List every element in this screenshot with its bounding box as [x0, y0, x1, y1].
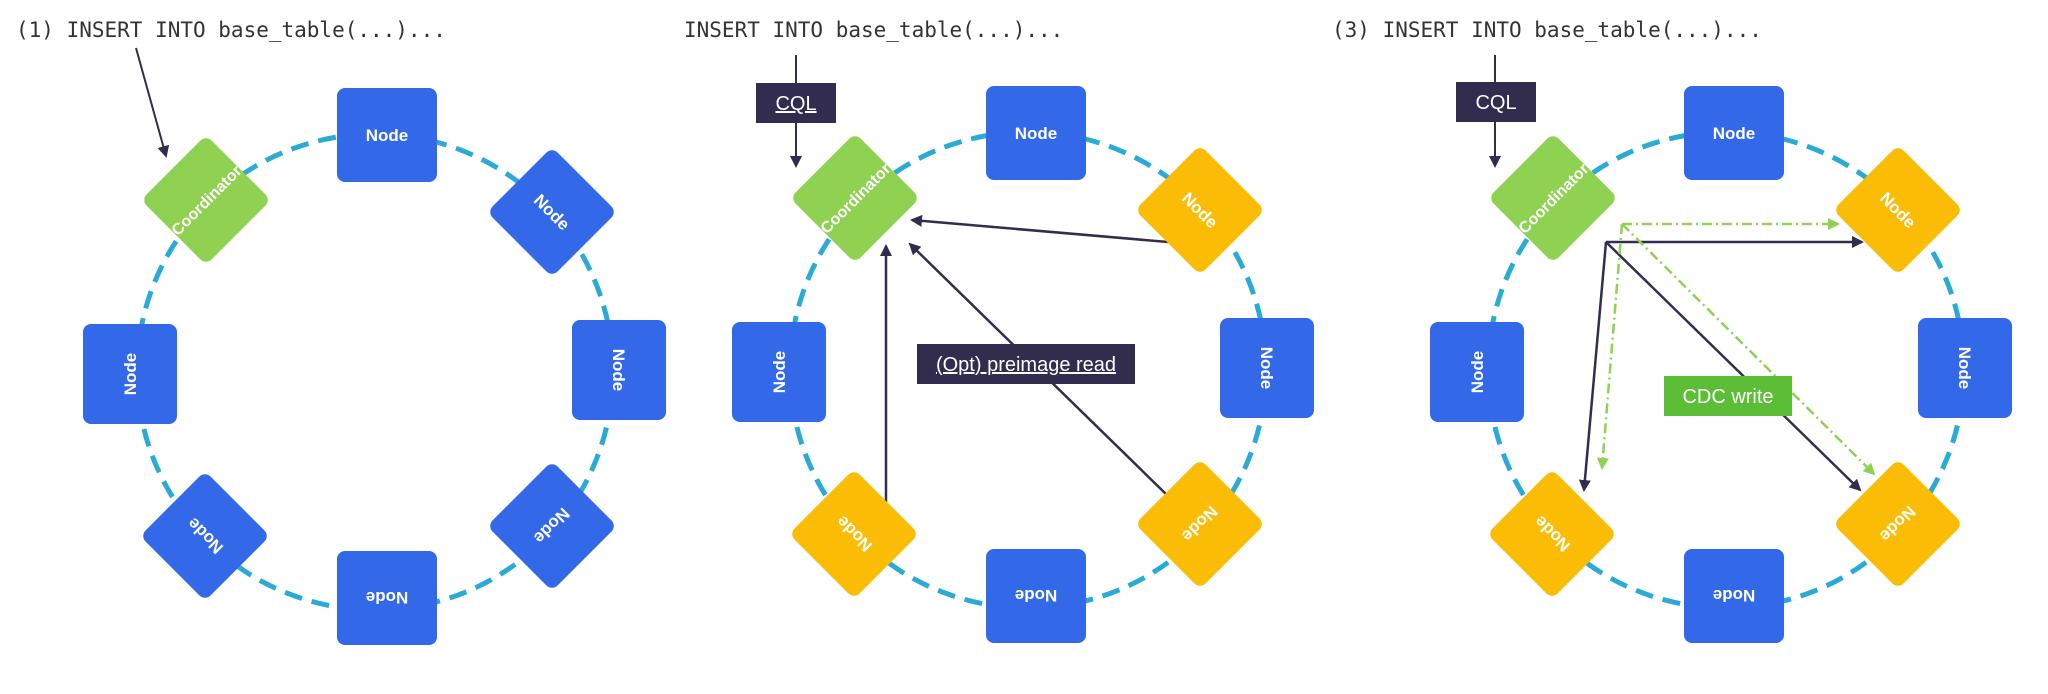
panel-2-node: Node [986, 86, 1086, 180]
panel-3-write-arrow [1578, 241, 1608, 492]
panel-1-node-label: Node [609, 349, 628, 392]
panel-1-title: (1) INSERT INTO base_table(...)... [16, 18, 446, 42]
panel-2-annotation-label: (Opt) preimage read [917, 344, 1135, 384]
panel-3-node: Node [1490, 472, 1614, 596]
panel-1-query-arrow [135, 47, 170, 158]
panel-2-node: Node [1138, 462, 1262, 586]
panel-3-node: Node [1684, 549, 1784, 643]
panel-3-cdc-arrow [1621, 223, 1876, 476]
panel-1-node-label: Node [366, 126, 409, 145]
panel-2-node-label: Node [1257, 347, 1276, 390]
panel-2-title: INSERT INTO base_table(...)... [684, 18, 1064, 42]
panel-2-node: Node [986, 549, 1086, 643]
panel-3-node-label: Node [1713, 124, 1756, 143]
panel-2-cql-label: CQL [756, 83, 836, 123]
panel-2-preimage-arrow [910, 214, 1169, 244]
panel-2-node: Node [1220, 318, 1314, 418]
panel-1-node: Node [572, 320, 666, 420]
panel-3-node-label: Node [1955, 347, 1974, 390]
panel-1-node-label: Node [121, 353, 140, 396]
panel-3-node: Node [1836, 462, 1960, 586]
panel-2-node: Node [732, 322, 826, 422]
panel-1-node: Node [337, 551, 437, 645]
panel-2-node-label: Node [1015, 124, 1058, 143]
panel-3-annotation-label: CDC write [1664, 376, 1792, 416]
panel-3-node: Node [1684, 86, 1784, 180]
panel-1-node: Node [337, 88, 437, 182]
panel-1-coordinator: Coordinator [144, 138, 268, 262]
panel-3-cdc-arrow [1596, 223, 1624, 470]
panel-2-coordinator: Coordinator [793, 136, 917, 260]
panel-2-node: Node [1138, 148, 1262, 272]
panel-1-node: Node [490, 464, 614, 588]
panel-2-node: Node [792, 472, 916, 596]
panel-3-coordinator: Coordinator [1491, 136, 1615, 260]
panel-3-node-label: Node [1468, 351, 1487, 394]
panel-2-annotation-text: (Opt) preimage read [936, 354, 1116, 376]
panel-3-annotation-text: CDC write [1682, 386, 1773, 408]
panel-3-node-label: Node [1713, 586, 1756, 605]
panel-2-cql-text: CQL [775, 93, 816, 115]
panel-1-node-label: Node [366, 588, 409, 607]
panel-3-node: Node [1918, 318, 2012, 418]
panel-3-cql-text: CQL [1475, 92, 1516, 114]
panel-3-node: Node [1836, 148, 1960, 272]
panel-1-node: Node [143, 474, 267, 598]
panel-3-write-arrow [1605, 241, 1862, 492]
panel-3-node: Node [1430, 322, 1524, 422]
panel-1-diagram: Coordinator Node Node Node Node Node [83, 47, 666, 645]
panel-3-cql-label: CQL [1456, 82, 1536, 122]
panel-2-diagram: CQL Coordinator Node Node Node [732, 55, 1314, 643]
panel-2-node-label: Node [770, 351, 789, 394]
panel-1-node: Node [490, 150, 614, 274]
panel-3-diagram: CQL Coordinator Node Node Node Node [1430, 55, 2012, 643]
panel-1-node: Node [83, 324, 177, 424]
panel-3-title: (3) INSERT INTO base_table(...)... [1332, 18, 1762, 42]
panel-2-node-label: Node [1015, 586, 1058, 605]
